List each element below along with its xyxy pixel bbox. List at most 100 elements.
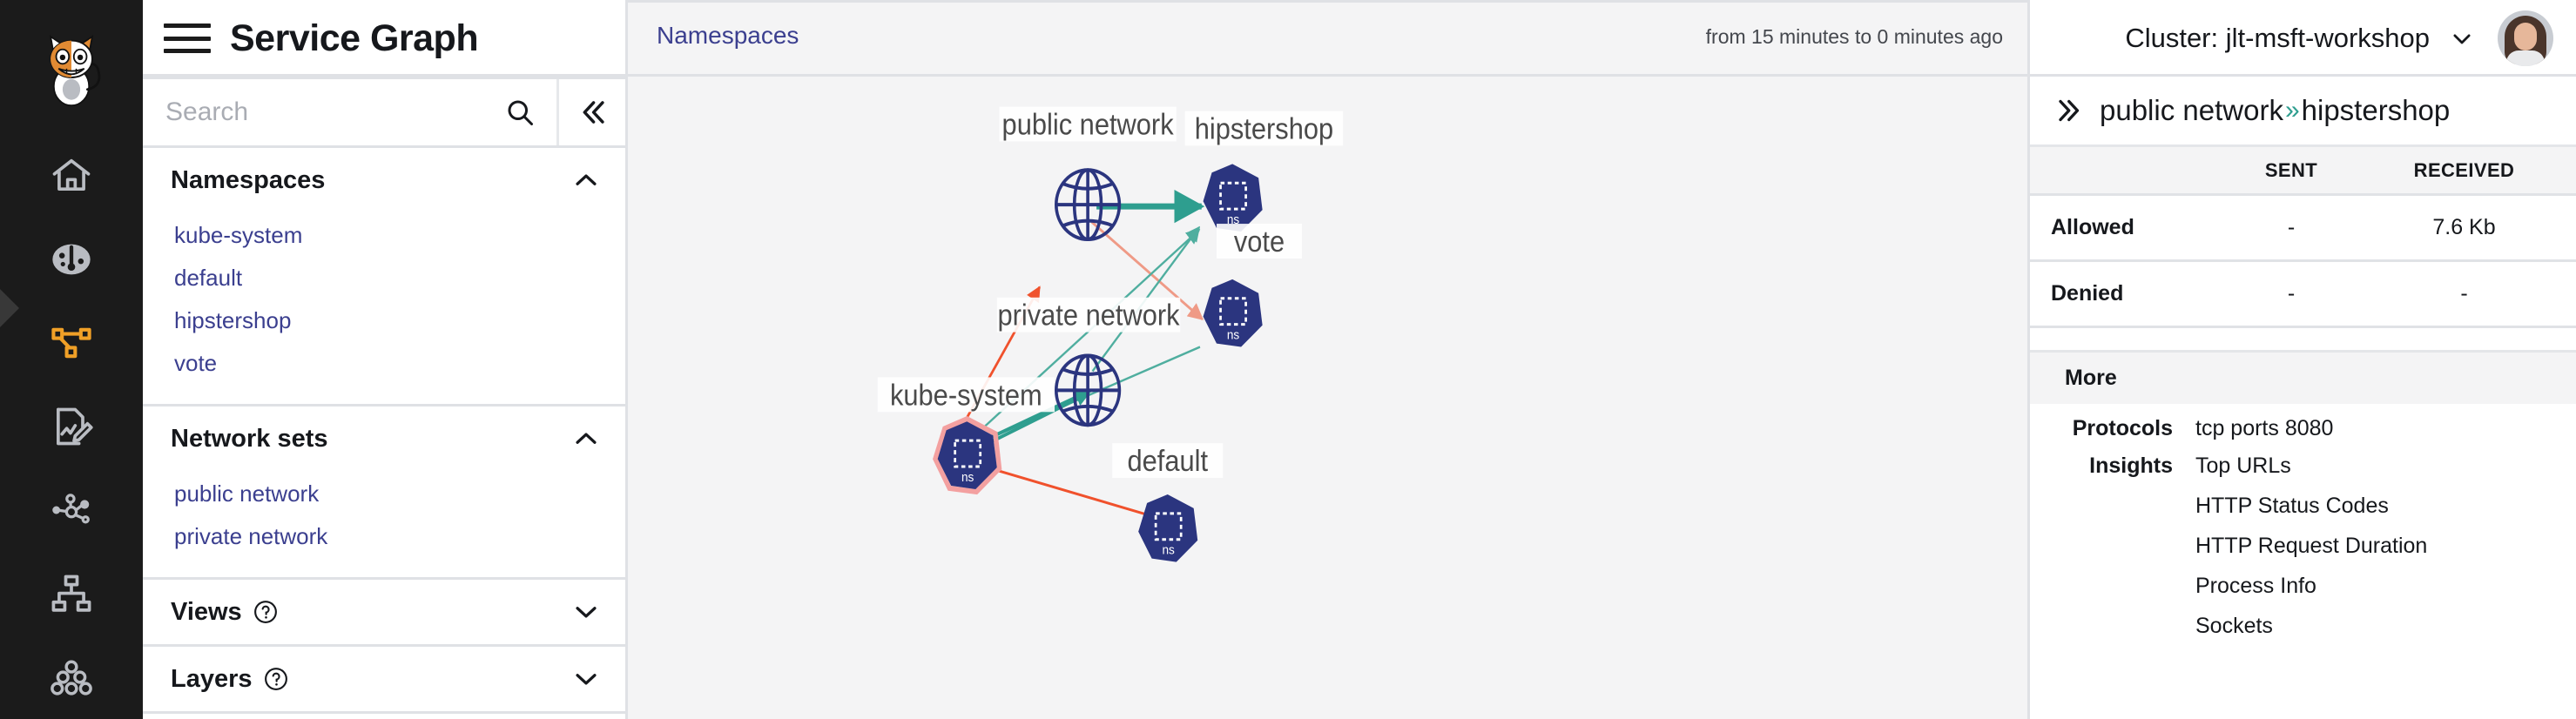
sidebar-item-policies[interactable] <box>0 385 143 468</box>
chevron-down-icon[interactable] <box>2449 25 2475 51</box>
cluster-selector[interactable]: Cluster: jlt-msft-workshop <box>2125 23 2475 54</box>
section-layers: Layers <box>143 647 625 714</box>
calico-cat-logo[interactable] <box>0 0 143 134</box>
sidebar-item-home[interactable] <box>0 134 143 218</box>
sidebar-item-hipstershop[interactable]: hipstershop <box>174 307 292 333</box>
search-icon[interactable] <box>504 97 536 128</box>
search-input[interactable] <box>165 97 504 127</box>
graph-node-sublabel: ns <box>1227 328 1239 343</box>
insight-http-status-codes[interactable]: HTTP Status Codes <box>2195 494 2389 518</box>
detail-source: public network <box>2100 94 2283 126</box>
network-nodes-icon <box>52 494 90 524</box>
table-bottom-gap <box>2030 326 2576 350</box>
edge-public-network-to-vote[interactable] <box>1090 220 1204 320</box>
sidebar-item-public-network[interactable]: public network <box>174 480 320 507</box>
insight-sockets[interactable]: Sockets <box>2195 614 2273 638</box>
graph-node-label: kube-system <box>890 379 1042 412</box>
more-section-header[interactable]: More <box>2030 350 2576 404</box>
search-box[interactable] <box>143 79 559 145</box>
help-icon[interactable] <box>263 666 289 692</box>
protocols-label: Protocols <box>2072 416 2173 440</box>
avatar[interactable] <box>2498 10 2553 66</box>
graph-node-label: hipstershop <box>1195 112 1333 145</box>
org-chart-icon <box>51 575 91 612</box>
more-label: More <box>2065 366 2117 390</box>
help-icon[interactable] <box>253 599 279 625</box>
section-header-namespaces[interactable]: Namespaces <box>143 148 625 212</box>
breadcrumb[interactable]: Namespaces <box>657 22 799 49</box>
section-header-network-sets[interactable]: Network sets <box>143 407 625 471</box>
collapse-sidebar-button[interactable] <box>559 79 625 145</box>
gauge-icon <box>52 244 91 275</box>
chevron-down-icon[interactable] <box>571 664 601 694</box>
cluster-label: Cluster: jlt-msft-workshop <box>2125 23 2430 53</box>
detail-panel-title: public network » hipstershop <box>2100 94 2450 127</box>
insight-top-urls[interactable]: Top URLs <box>2195 454 2291 478</box>
graph-node-label: private network <box>997 299 1180 332</box>
chevron-up-icon[interactable] <box>571 165 601 195</box>
document-edit-icon <box>56 407 93 446</box>
sidebar-item-kube-system[interactable]: kube-system <box>174 222 303 248</box>
double-chevron-right-icon: » <box>2284 96 2300 124</box>
section-body-namespaces: kube-system default hipstershop vote <box>143 212 625 404</box>
chevron-down-icon[interactable] <box>571 597 601 627</box>
insights-label: Insights <box>2089 454 2173 478</box>
section-header-views[interactable]: Views <box>143 580 625 644</box>
section-body-network-sets: public network private network <box>143 471 625 577</box>
hamburger-icon[interactable] <box>160 17 214 59</box>
row-allowed-received: 7.6 Kb <box>2432 215 2496 239</box>
graph-node-sublabel: ns <box>961 470 974 485</box>
rail-item-list <box>0 134 143 719</box>
detail-panel: public network » hipstershop SENT RECEIV… <box>2027 0 2576 719</box>
service-graph-canvas[interactable]: Namespaces from 15 minutes to 0 minutes … <box>628 0 2027 719</box>
insights-list: Top URLs HTTP Status Codes HTTP Request … <box>2195 454 2427 639</box>
row-label-denied: Denied <box>2051 281 2124 306</box>
insight-process-info[interactable]: Process Info <box>2195 574 2316 598</box>
column-header-received: RECEIVED <box>2413 158 2515 181</box>
row-label-allowed: Allowed <box>2051 215 2134 239</box>
insights-row: Insights Top URLs HTTP Status Codes HTTP… <box>2030 441 2576 639</box>
graph-node-hipstershop[interactable]: hipstershop ns <box>1184 111 1344 232</box>
sidebar-item-private-network[interactable]: private network <box>174 523 328 549</box>
graph-node-sublabel: ns <box>1162 543 1174 558</box>
double-chevron-right-icon[interactable] <box>2053 95 2084 126</box>
node-alert-ring <box>933 416 1002 495</box>
sidebar-item-clusters[interactable] <box>0 635 143 719</box>
service-graph-icon <box>51 327 91 359</box>
graph-node-label: public network <box>1002 108 1175 141</box>
detail-panel-spacer <box>2030 0 2576 77</box>
graph-node-private-network[interactable]: private network <box>996 297 1181 427</box>
node-cluster-icon <box>51 660 92 695</box>
sidebar-item-dashboard[interactable] <box>0 218 143 301</box>
graph-svg[interactable]: public network private network <box>628 3 2027 719</box>
section-header-layers[interactable]: Layers <box>143 647 625 711</box>
home-icon <box>52 158 91 192</box>
graph-nodes: public network private network <box>877 106 1344 562</box>
table-row: Allowed - 7.6 Kb <box>2030 193 2576 259</box>
protocols-row: Protocols tcp ports 8080 <box>2030 404 2576 441</box>
graph-node-public-network[interactable]: public network <box>999 106 1177 242</box>
stats-table-header: SENT RECEIVED <box>2030 144 2576 193</box>
sidebar-item-vote[interactable]: vote <box>174 350 218 376</box>
row-allowed-sent: - <box>2287 215 2296 239</box>
graph-node-vote[interactable]: vote ns <box>1203 224 1303 347</box>
sidebar-item-hierarchy[interactable] <box>0 552 143 635</box>
sidebar-item-service-graph[interactable] <box>0 289 143 385</box>
sidebar-item-network[interactable] <box>0 468 143 552</box>
section-title: Namespaces <box>171 165 326 194</box>
section-title: Layers <box>171 664 253 693</box>
time-range-label[interactable]: from 15 minutes to 0 minutes ago <box>1705 25 2003 48</box>
graph-node-default[interactable]: default ns <box>1112 443 1224 562</box>
sidebar-item-default[interactable]: default <box>174 265 243 291</box>
graph-toolbar: Namespaces from 15 minutes to 0 minutes … <box>628 3 2027 65</box>
detail-panel-header: public network » hipstershop <box>2030 77 2576 144</box>
section-network-sets: Network sets public network private netw… <box>143 407 625 580</box>
detail-target: hipstershop <box>2301 94 2451 126</box>
icon-rail <box>0 0 143 719</box>
search-row <box>143 77 625 148</box>
insight-http-request-duration[interactable]: HTTP Request Duration <box>2195 534 2428 558</box>
chevron-up-icon[interactable] <box>571 424 601 454</box>
page-title: Service Graph <box>230 17 479 59</box>
graph-node-kube-system[interactable]: kube-system ns <box>877 377 1055 495</box>
